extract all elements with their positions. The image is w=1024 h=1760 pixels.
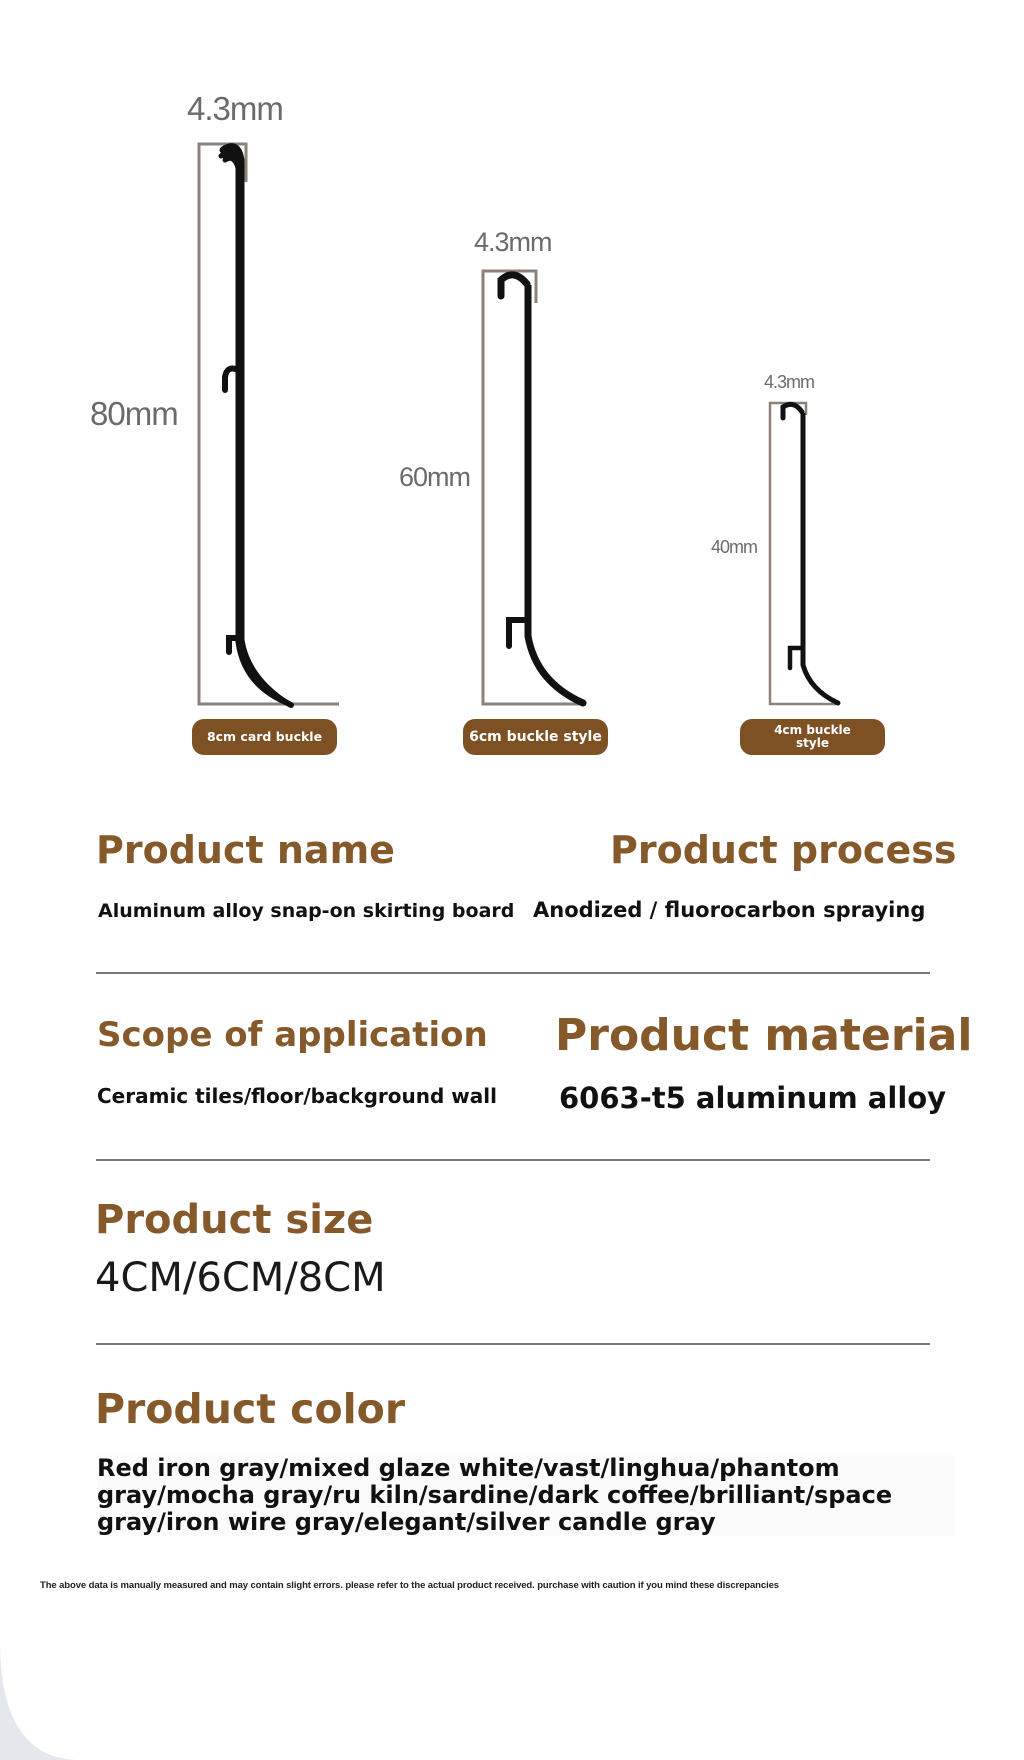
profile-diagrams: 4.3mm 80mm 4.3mm 60mm 4.3mm 40mm 8cm car… — [0, 0, 1024, 770]
product-name-value: Aluminum alloy snap-on skirting board — [98, 900, 515, 922]
color-heading: Product color — [95, 1385, 406, 1433]
divider-2 — [96, 1159, 930, 1161]
profile-40mm-drawing — [768, 401, 841, 706]
profile-40mm-height-label: 40mm — [711, 537, 758, 557]
profile-80mm-clip-mid — [222, 365, 241, 393]
material-value: 6063-t5 aluminum alloy — [559, 1081, 947, 1115]
profile-drawings — [197, 142, 841, 708]
profile-80mm-height-label: 80mm — [90, 395, 179, 432]
profile-60mm-clip-top — [497, 271, 531, 300]
profile-40mm-width-label: 4.3mm — [764, 372, 815, 392]
profile-60mm-outline — [481, 269, 586, 706]
disclaimer-note: The above data is manually measured and … — [40, 1580, 779, 1591]
profile-40mm-clip-top — [780, 401, 805, 421]
profile-80mm-width-label: 4.3mm — [187, 90, 284, 127]
profile-40mm-clip-bottom — [787, 645, 804, 671]
profile-60mm-clip-bottom — [506, 617, 527, 649]
profile-80mm-foot — [237, 637, 294, 708]
profile-80mm-outline — [197, 142, 339, 706]
divider-1 — [96, 972, 930, 974]
corner-shape — [0, 1640, 80, 1760]
profile-80mm-drawing — [197, 142, 339, 708]
product-process-heading: Product process — [610, 828, 957, 872]
profile-80mm-clip-top — [219, 143, 245, 164]
profile-80mm-section — [218, 147, 292, 707]
material-heading: Product material — [555, 1010, 973, 1061]
scope-heading: Scope of application — [97, 1015, 488, 1055]
profile-60mm-drawing — [481, 269, 587, 707]
profile-60mm-width-label: 4.3mm — [474, 227, 553, 257]
size-value: 4CM/6CM/8CM — [95, 1255, 386, 1301]
style-badge-6cm: 6cm buckle style — [463, 719, 608, 755]
scope-value: Ceramic tiles/floor/background wall — [97, 1084, 497, 1108]
size-heading: Product size — [95, 1197, 374, 1243]
profile-40mm-outline — [768, 401, 838, 706]
style-badge-4cm-text: 4cm buckle style — [774, 723, 851, 750]
divider-3 — [96, 1343, 930, 1345]
color-value: Red iron gray/mixed glaze white/vast/lin… — [97, 1455, 957, 1536]
profile-40mm-foot — [800, 662, 841, 706]
profile-60mm-foot — [524, 632, 587, 707]
profile-60mm-height-label: 60mm — [399, 462, 471, 492]
product-process-value: Anodized / fluorocarbon spraying — [533, 898, 926, 922]
style-badge-8cm: 8cm card buckle — [192, 719, 337, 755]
profile-80mm-clip-bottom — [226, 635, 243, 655]
product-name-heading: Product name — [96, 828, 395, 872]
style-badge-4cm: 4cm buckle style — [740, 719, 885, 755]
